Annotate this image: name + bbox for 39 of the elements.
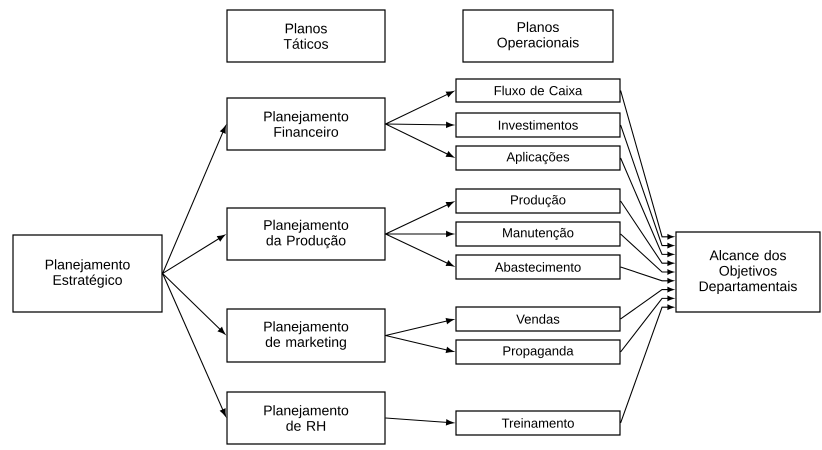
arrow [385, 234, 454, 267]
arrow [620, 296, 674, 352]
arrow [162, 234, 225, 274]
process-box: Vendas [455, 306, 621, 332]
process-box: Planejamento de marketing [226, 308, 386, 363]
arrow [620, 266, 674, 284]
process-box: Planejamento da Produção [226, 207, 386, 261]
process-box: Fluxo de Caixa [455, 78, 621, 103]
process-box: Planejamento de RH [226, 391, 386, 445]
arrow [162, 273, 226, 334]
arrow [620, 234, 674, 275]
arrow [162, 126, 226, 274]
header-box: Planos Operacionais [462, 9, 614, 63]
arrow [620, 90, 674, 240]
arrow [386, 417, 454, 426]
process-box: Investimentos [455, 112, 621, 138]
process-box: Aplicações [455, 145, 621, 171]
process-box: Produção [455, 188, 621, 214]
arrow [385, 334, 454, 353]
process-box: Alcance dos Objetivos Departamentais [675, 231, 821, 313]
arrow [162, 273, 226, 416]
arrow [385, 318, 454, 336]
process-box: Planejamento Estratégico [12, 234, 163, 313]
process-box: Manutenção [455, 221, 621, 247]
arrow [620, 124, 674, 248]
arrow [386, 122, 454, 128]
process-box: Propaganda [455, 339, 621, 365]
arrow [620, 304, 674, 424]
arrow [385, 90, 454, 124]
process-box: Planejamento Financeiro [226, 97, 386, 151]
arrow [385, 124, 454, 158]
arrow [620, 286, 674, 320]
arrow [620, 158, 674, 257]
header-box: Planos Táticos [226, 9, 386, 63]
process-box: Abastecimento [455, 254, 621, 280]
process-box: Treinamento [455, 410, 621, 436]
arrow [620, 200, 674, 266]
arrow [386, 231, 454, 237]
arrow [385, 201, 454, 234]
